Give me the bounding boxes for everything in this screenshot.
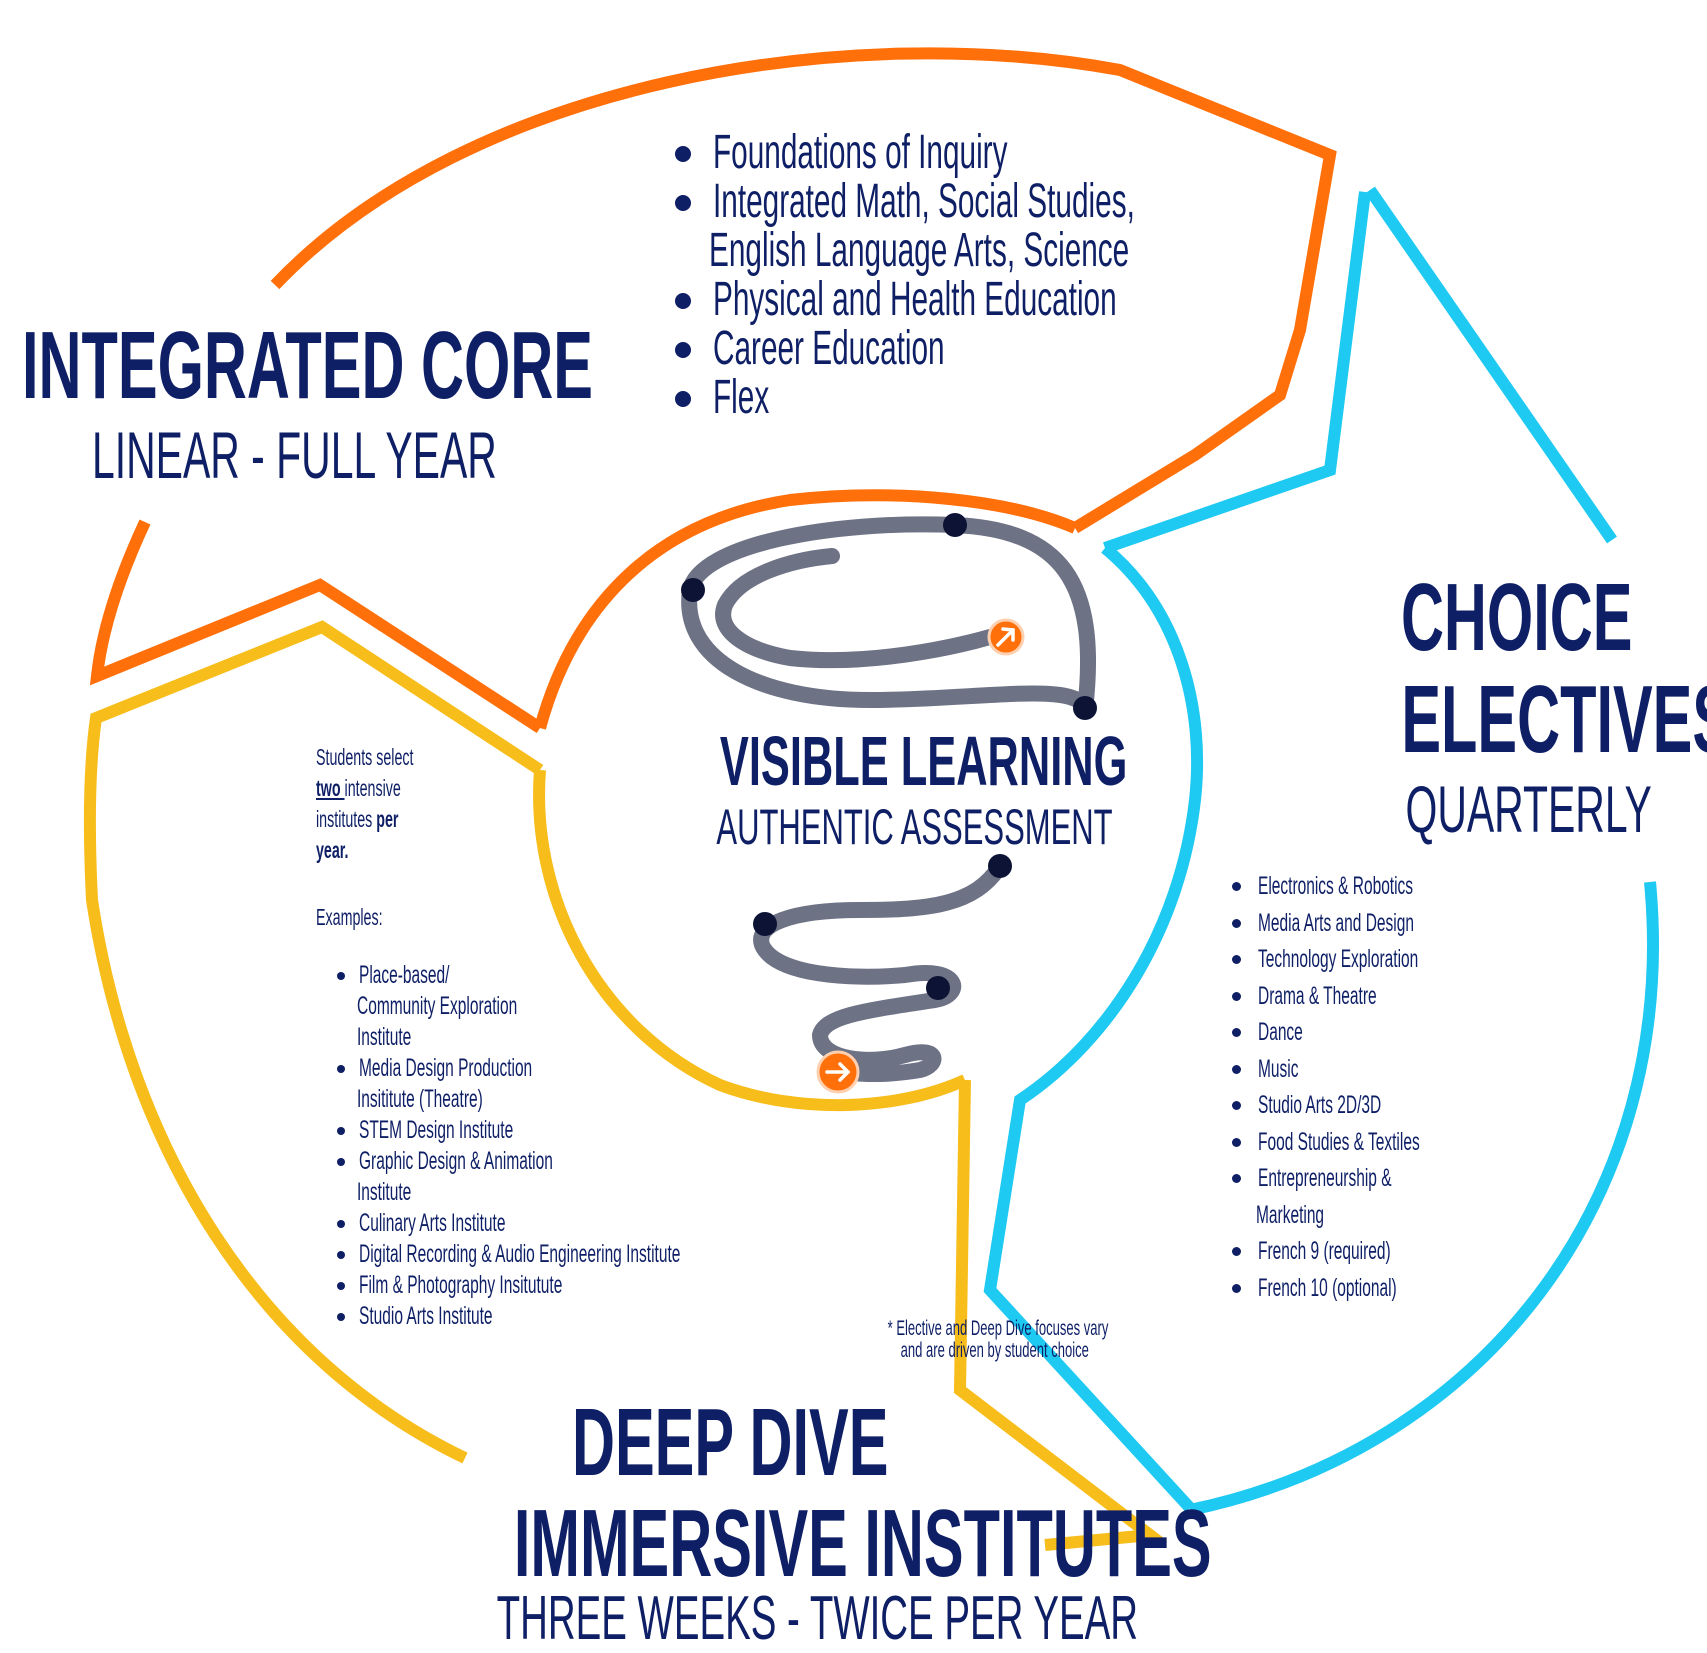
bullet-icon [1232,1137,1241,1147]
deep-dive-title-line2: IMMERSIVE INSTITUTES [513,1490,1212,1597]
bullet-icon [675,293,691,309]
integrated-core-subtitle: LINEAR - FULL YEAR [92,418,497,492]
list-item: Flex [665,373,1393,422]
bullet-icon [337,972,345,980]
list-item: Food Studies & Textiles [1230,1124,1519,1161]
bullet-icon [1232,1101,1241,1110]
list-item: French 10 (optional) [1230,1270,1519,1307]
list-item: Electronics & Robotics [1230,868,1519,905]
intro-line: year. [316,837,349,863]
visible-learning-subtitle: AUTHENTIC ASSESSMENT [716,799,1113,855]
list-item: Physical and Health Education [665,275,1393,324]
deep-dive-list: Place-based/ Community Exploration Insti… [337,960,877,1332]
footnote-line: * Elective and Deep Dive focuses vary [887,1317,1109,1340]
bullet-icon [337,1313,345,1321]
list-item: STEM Design Institute [337,1115,877,1146]
bullet-icon [1232,882,1241,891]
core-arrow-tail [89,519,544,734]
list-item: Graphic Design & Animation [337,1146,877,1177]
deep-dive-intro: Students select two intensive institutes… [316,742,473,866]
list-item: Foundations of Inquiry [665,128,1393,177]
spiral-dot [926,976,950,1000]
bullet-icon [675,391,691,407]
list-item: French 9 (required) [1230,1233,1519,1270]
list-item: Entrepreneurship & [1230,1160,1519,1197]
arrow-badge-icon [816,1050,860,1094]
choice-electives-title-line2: ELECTIVES [1401,666,1707,773]
deep-arrow-outline [83,620,544,1464]
spiral-dot [988,854,1012,878]
visible-learning-title: VISIBLE LEARNING [719,722,1128,800]
bullet-icon [337,1065,345,1073]
bullet-icon [1232,1028,1241,1037]
spiral-dot [1073,696,1097,720]
spiral-lower [753,858,1008,1083]
spiral-upper [681,516,1096,718]
bullet-icon [1232,1174,1241,1183]
list-item: Career Education [665,324,1393,373]
bullet-icon [1232,1283,1241,1293]
integrated-core-title: INTEGRATED CORE [22,312,593,419]
list-item: Studio Arts Institute [337,1301,877,1332]
bullet-icon [1232,1247,1241,1256]
core-arrow-outline [270,47,1337,534]
list-item: Insititute (Theatre) [357,1085,483,1113]
integrated-core-list: Foundations of Inquiry Integrated Math, … [665,128,1393,422]
list-item: Place-based/ [337,960,877,991]
bullet-icon [675,342,691,358]
deep-arrow-head [953,1079,1166,1551]
list-item: Digital Recording & Audio Engineering In… [337,1239,877,1270]
footnote-line: and are driven by student choice [900,1339,1090,1362]
list-item: Music [1230,1051,1519,1088]
list-item: Dance [1230,1014,1519,1051]
list-item: Institute [357,1178,412,1206]
bullet-icon [1232,1064,1241,1074]
examples-label: Examples: [316,904,383,930]
bullet-icon [1232,955,1241,964]
list-item: Drama & Theatre [1230,978,1519,1015]
footnote: * Elective and Deep Dive focuses vary an… [820,1318,1170,1362]
list-item: Media Arts and Design [1230,905,1519,942]
deep-inner-arc [533,769,968,1112]
bullet-icon [675,146,691,162]
intro-line: Students select [316,744,414,770]
choice-electives-subtitle: QUARTERLY [1405,772,1652,846]
choice-outer-arc [1188,881,1659,1516]
bullet-icon [337,1158,345,1166]
choice-electives-list: Electronics & Robotics Media Arts and De… [1230,868,1519,1306]
spiral-dot [681,578,705,602]
spiral-dot [943,513,967,537]
bullet-icon [1232,918,1241,928]
bullet-icon [337,1251,345,1259]
bullet-icon [675,195,691,211]
intro-line: institutes per [316,806,399,832]
list-item: English Language Arts, Science [709,224,1130,277]
list-item: Institute [357,1023,412,1051]
choice-electives-title-line1: CHOICE [1400,564,1633,671]
spiral-dot [753,912,777,936]
list-item: Technology Exploration [1230,941,1519,978]
intro-line: two intensive [316,775,401,801]
choice-arrow-head [1103,191,1371,554]
choice-inner-arc [983,543,1204,1513]
deep-dive-title-line1: DEEP DIVE [571,1389,889,1496]
arrow-badge-icon [987,618,1025,656]
bullet-icon [337,1220,345,1228]
deep-dive-subtitle: THREE WEEKS - TWICE PER YEAR [496,1584,1139,1653]
list-item: Media Design Production [337,1053,877,1084]
list-item: Studio Arts 2D/3D [1230,1087,1519,1124]
bullet-icon [337,1282,345,1290]
list-item: Integrated Math, Social Studies, [665,177,1393,226]
list-item: Culinary Arts Institute [337,1208,877,1239]
list-item: Marketing [1256,1200,1325,1229]
choice-arrow-outline [1365,186,1617,544]
core-inner-arc [534,489,1078,730]
list-item: Film & Photography Insitutute [337,1270,877,1301]
bullet-icon [337,1127,345,1135]
bullet-icon [1232,991,1241,1001]
list-item: Community Exploration [357,992,518,1020]
